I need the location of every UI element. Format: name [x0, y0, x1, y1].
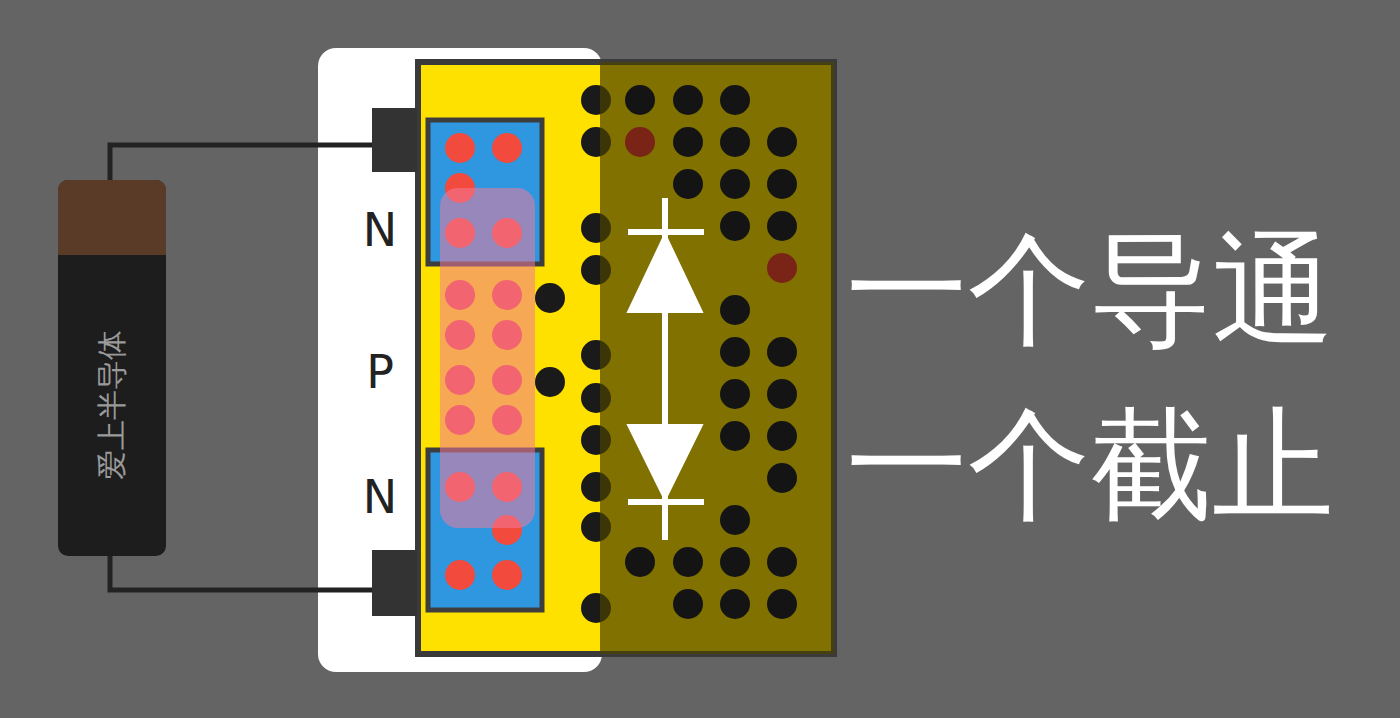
pad: [372, 108, 417, 172]
dark-overlay: [600, 62, 834, 654]
carrier-dots: [625, 85, 797, 619]
annotation: 一个截止: [846, 404, 1334, 526]
region-label: P: [366, 349, 394, 395]
pad: [372, 550, 417, 616]
channel-overlay: [440, 188, 535, 528]
annotation: 一个导通: [846, 229, 1334, 351]
wire: [110, 552, 375, 590]
battery-label: 爱上半导体: [97, 330, 127, 480]
battery: [58, 180, 166, 556]
wire: [110, 145, 375, 180]
region-label: N: [363, 474, 397, 520]
region-label: N: [363, 207, 397, 253]
diode-symbol: [628, 198, 704, 540]
battery-band: [58, 255, 166, 285]
chip: [418, 62, 834, 654]
